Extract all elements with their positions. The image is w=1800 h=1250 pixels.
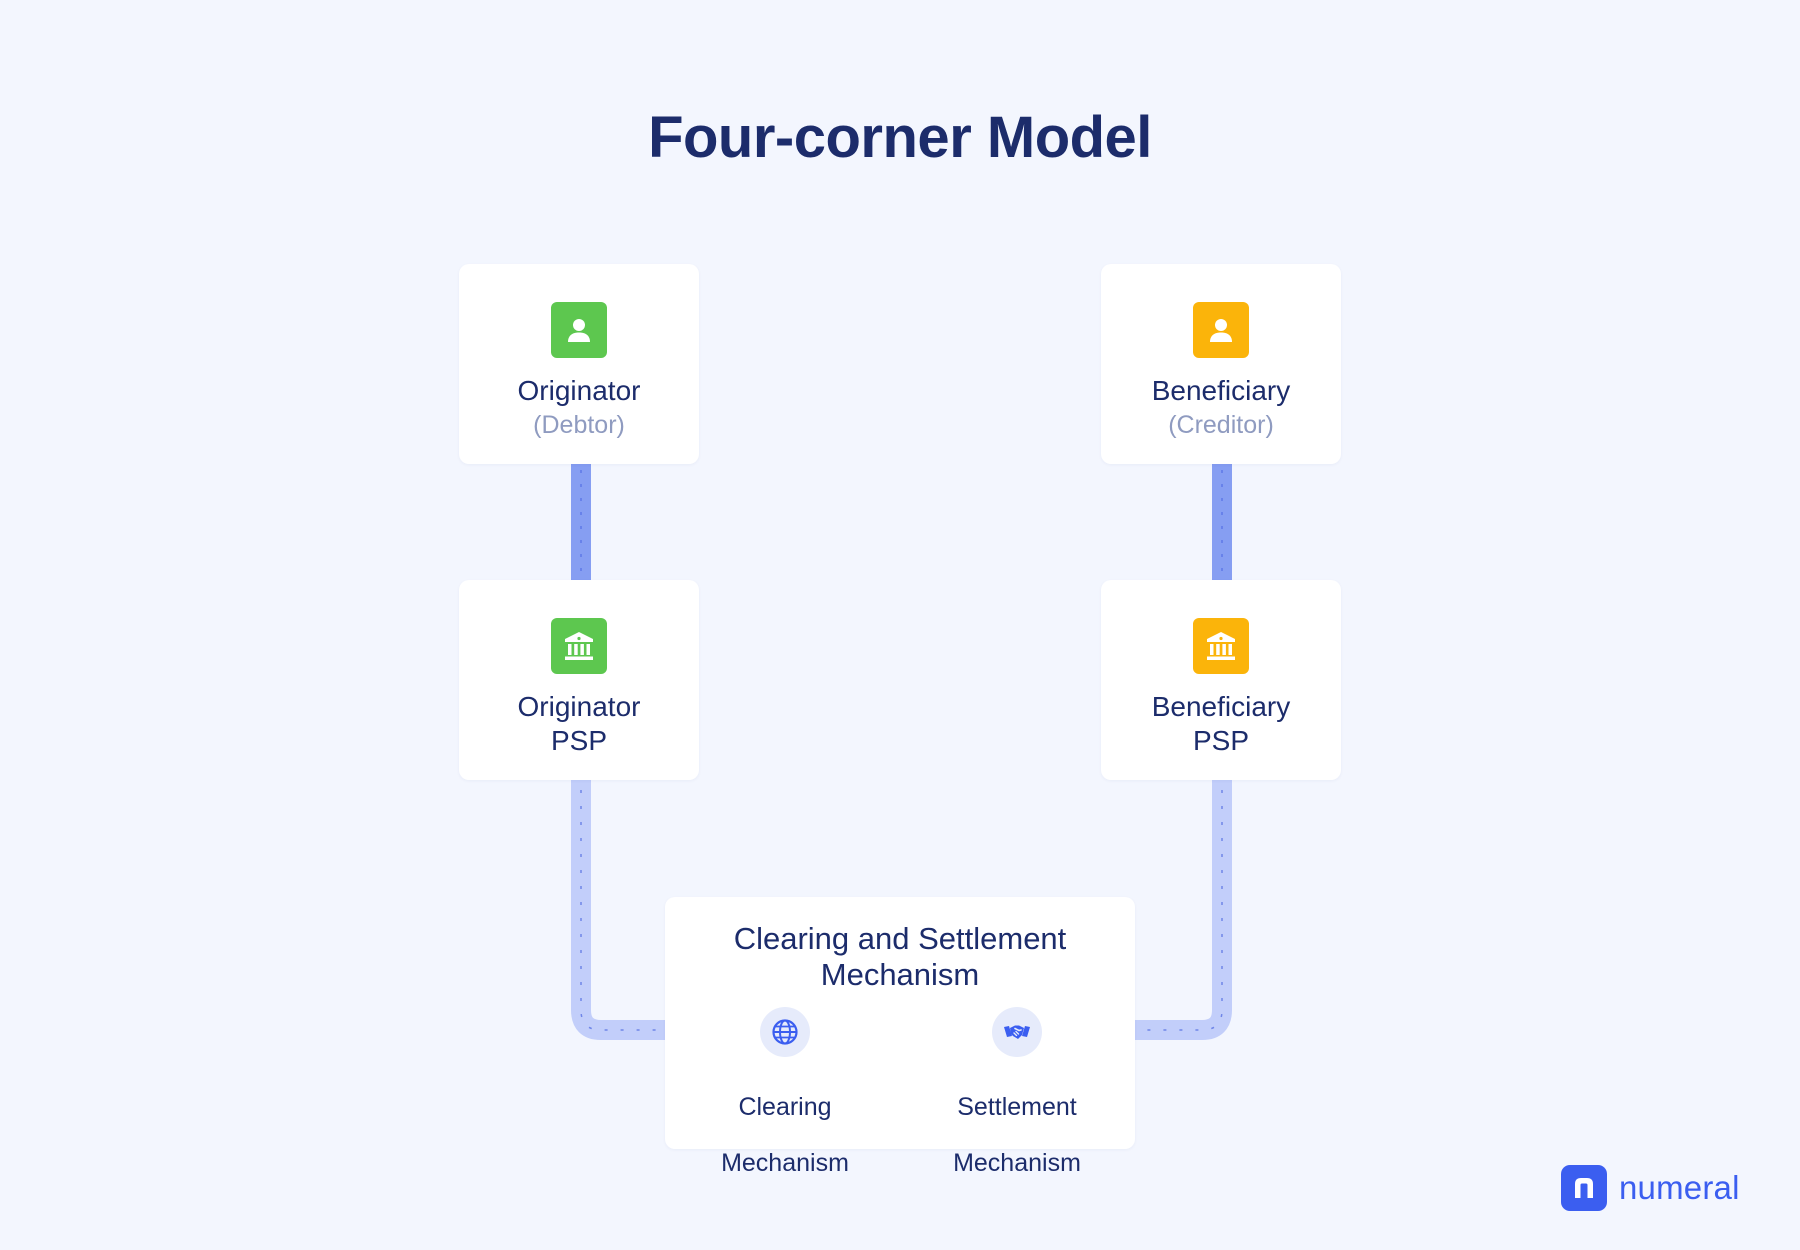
originator-psp-card: Originator PSP bbox=[459, 580, 699, 780]
connector-dots bbox=[580, 790, 662, 1031]
settlement-line1: Settlement bbox=[957, 1093, 1077, 1121]
clearing-line1: Clearing bbox=[738, 1093, 832, 1121]
beneficiary-psp-label: Beneficiary PSP bbox=[1101, 690, 1341, 758]
settlement-mechanism: Settlement Mechanism bbox=[917, 1007, 1117, 1205]
person-icon bbox=[551, 302, 607, 358]
originator-sub: (Debtor) bbox=[533, 411, 625, 439]
beneficiary-psp-line1: Beneficiary bbox=[1151, 691, 1291, 722]
connector-originator-psp bbox=[571, 464, 591, 582]
csm-title: Clearing and Settlement Mechanism bbox=[665, 921, 1135, 993]
beneficiary-psp-line2: PSP bbox=[1192, 725, 1250, 756]
page-title: Four-corner Model bbox=[648, 105, 1152, 170]
numeral-logo-text: numeral bbox=[1619, 1169, 1740, 1206]
originator-psp-line1: Originator bbox=[517, 691, 641, 722]
bank-icon bbox=[1193, 618, 1249, 674]
beneficiary-label: Beneficiary (Creditor) bbox=[1101, 374, 1341, 442]
handshake-icon bbox=[992, 1007, 1042, 1057]
clearing-mechanism: Clearing Mechanism bbox=[685, 1007, 885, 1205]
connector-beneficiary-psp bbox=[1212, 464, 1232, 582]
csm-card: Clearing and Settlement Mechanism Cleari… bbox=[665, 897, 1135, 1177]
originator-name: Originator bbox=[517, 375, 641, 406]
clearing-mechanism-label: Clearing Mechanism bbox=[685, 1065, 885, 1205]
beneficiary-psp-card: Beneficiary PSP bbox=[1101, 580, 1341, 780]
originator-psp-label: Originator PSP bbox=[459, 690, 699, 758]
settlement-mechanism-label: Settlement Mechanism bbox=[917, 1065, 1117, 1205]
beneficiary-sub: (Creditor) bbox=[1168, 411, 1274, 439]
beneficiary-card: Beneficiary (Creditor) bbox=[1101, 264, 1341, 464]
connector-beneficiary-psp-csm bbox=[1135, 780, 1232, 1040]
clearing-line2: Mechanism bbox=[721, 1149, 849, 1177]
settlement-line2: Mechanism bbox=[953, 1149, 1081, 1177]
originator-card: Originator (Debtor) bbox=[459, 264, 699, 464]
beneficiary-name: Beneficiary bbox=[1151, 375, 1291, 406]
globe-icon bbox=[760, 1007, 810, 1057]
person-icon bbox=[1193, 302, 1249, 358]
originator-label: Originator (Debtor) bbox=[459, 374, 699, 442]
csm-title-line2: Mechanism bbox=[820, 957, 980, 992]
bank-icon bbox=[551, 618, 607, 674]
connector-originator-psp-csm bbox=[571, 780, 665, 1040]
numeral-logo-icon bbox=[1561, 1165, 1607, 1211]
originator-psp-line2: PSP bbox=[550, 725, 608, 756]
csm-title-line1: Clearing and Settlement bbox=[733, 921, 1067, 956]
numeral-logo: numeral bbox=[1561, 1165, 1740, 1211]
connector-dots bbox=[1138, 790, 1223, 1031]
